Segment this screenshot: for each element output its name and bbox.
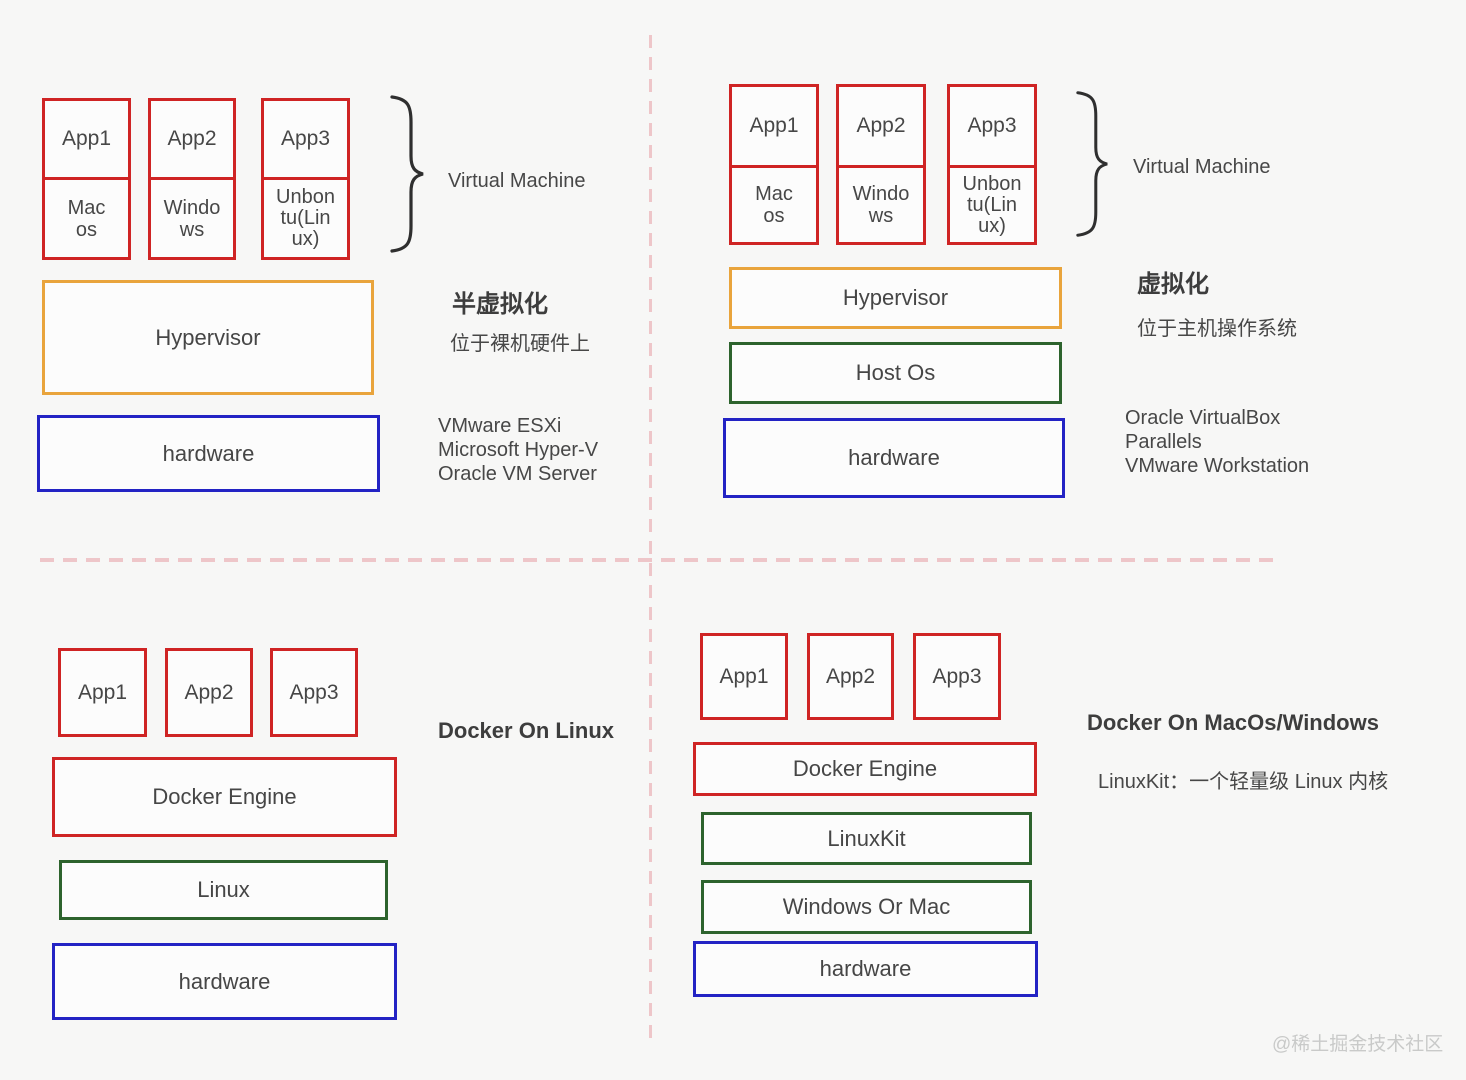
watermark: @稀土掘金技术社区	[1272, 1034, 1444, 1055]
vm-stack-1: App1 Mac os	[729, 84, 819, 245]
app2-label: App2	[184, 680, 234, 704]
app3-label: App3	[967, 114, 1017, 137]
docker-engine-box: Docker Engine	[52, 757, 397, 837]
windows-label: Windo ws	[852, 183, 910, 227]
windows-or-mac-box: Windows Or Mac	[701, 880, 1032, 934]
app3-box: App3	[947, 84, 1037, 168]
brace-icon	[1074, 90, 1110, 238]
hardware-box: hardware	[693, 941, 1038, 997]
ubuntu-box: Unbon tu(Lin ux)	[947, 165, 1037, 245]
windows-box: Windo ws	[836, 165, 926, 245]
app1-label: App1	[77, 680, 128, 704]
app2-label: App2	[825, 664, 876, 688]
vm-stack-1: App1 Mac os	[42, 98, 131, 260]
vendor-examples: Oracle VirtualBox Parallels VMware Works…	[1125, 407, 1310, 477]
linuxkit-box: LinuxKit	[701, 812, 1032, 865]
app1-box: App1	[729, 84, 819, 168]
quadrant-title: Docker On Linux	[438, 718, 615, 743]
vm-stack-3: App3 Unbon tu(Lin ux)	[261, 98, 350, 260]
linuxkit-note: LinuxKit：一个轻量级 Linux 内核	[1098, 771, 1389, 793]
app3-box: App3	[261, 98, 350, 180]
horizontal-dashed-divider	[40, 558, 1280, 562]
docker-engine-box: Docker Engine	[693, 742, 1037, 796]
hypervisor-label: Hypervisor	[155, 324, 261, 350]
ubuntu-label: Unbon tu(Lin ux)	[962, 172, 1022, 237]
vertical-dashed-divider	[649, 35, 652, 1043]
hardware-box: hardware	[52, 943, 397, 1020]
macos-label: Mac os	[755, 183, 793, 227]
virtual-machine-label: Virtual Machine	[448, 170, 586, 192]
app2-box: App2	[807, 633, 894, 720]
linux-label: Linux	[197, 877, 250, 902]
hardware-label: hardware	[819, 956, 912, 981]
vm-stack-2: App2 Windo ws	[148, 98, 236, 260]
hypervisor-box: Hypervisor	[729, 267, 1062, 329]
app1-label: App1	[749, 114, 799, 137]
app3-label: App3	[280, 127, 331, 150]
macos-box: Mac os	[729, 165, 819, 245]
quadrant-subtitle: 位于主机操作系统	[1137, 318, 1297, 340]
vendor-examples: VMware ESXi Microsoft Hyper-V Oracle VM …	[438, 415, 599, 485]
ubuntu-box: Unbon tu(Lin ux)	[261, 177, 350, 260]
app3-box: App3	[270, 648, 358, 737]
quadrant-title: 虚拟化	[1137, 271, 1209, 298]
app3-box: App3	[913, 633, 1001, 720]
app2-box: App2	[165, 648, 253, 737]
hardware-box: hardware	[37, 415, 380, 492]
windows-or-mac-label: Windows Or Mac	[782, 894, 951, 919]
hardware-label: hardware	[178, 968, 271, 994]
app2-label: App2	[856, 114, 906, 137]
app1-label: App1	[61, 127, 112, 150]
app1-box: App1	[58, 648, 147, 737]
hypervisor-box: Hypervisor	[42, 280, 374, 395]
app1-box: App1	[42, 98, 131, 180]
windows-box: Windo ws	[148, 177, 236, 260]
ubuntu-label: Unbon tu(Lin ux)	[276, 186, 335, 250]
hypervisor-label: Hypervisor	[842, 285, 949, 310]
brace-icon	[388, 94, 426, 254]
app2-box: App2	[148, 98, 236, 180]
host-os-box: Host Os	[729, 342, 1062, 404]
app1-box: App1	[700, 633, 788, 720]
app2-label: App2	[167, 127, 217, 150]
app1-label: App1	[719, 664, 769, 688]
app3-label: App3	[932, 664, 982, 688]
virtual-machine-label: Virtual Machine	[1133, 156, 1271, 178]
linux-box: Linux	[59, 860, 388, 920]
hardware-label: hardware	[162, 440, 255, 466]
linuxkit-label: LinuxKit	[827, 825, 906, 851]
macos-box: Mac os	[42, 177, 131, 260]
quadrant-subtitle: 位于裸机硬件上	[450, 333, 590, 355]
quadrant-title: 半虚拟化	[452, 291, 548, 318]
windows-label: Windo ws	[163, 196, 221, 241]
hardware-box: hardware	[723, 418, 1065, 498]
vm-stack-3: App3 Unbon tu(Lin ux)	[947, 84, 1037, 245]
macos-label: Mac os	[67, 196, 106, 241]
app2-box: App2	[836, 84, 926, 168]
docker-engine-label: Docker Engine	[152, 784, 297, 809]
hardware-label: hardware	[848, 445, 940, 470]
quadrant-title: Docker On MacOs/Windows	[1087, 710, 1379, 735]
app3-label: App3	[289, 680, 339, 704]
vm-stack-2: App2 Windo ws	[836, 84, 926, 245]
docker-engine-label: Docker Engine	[792, 756, 938, 781]
host-os-label: Host Os	[855, 360, 936, 385]
